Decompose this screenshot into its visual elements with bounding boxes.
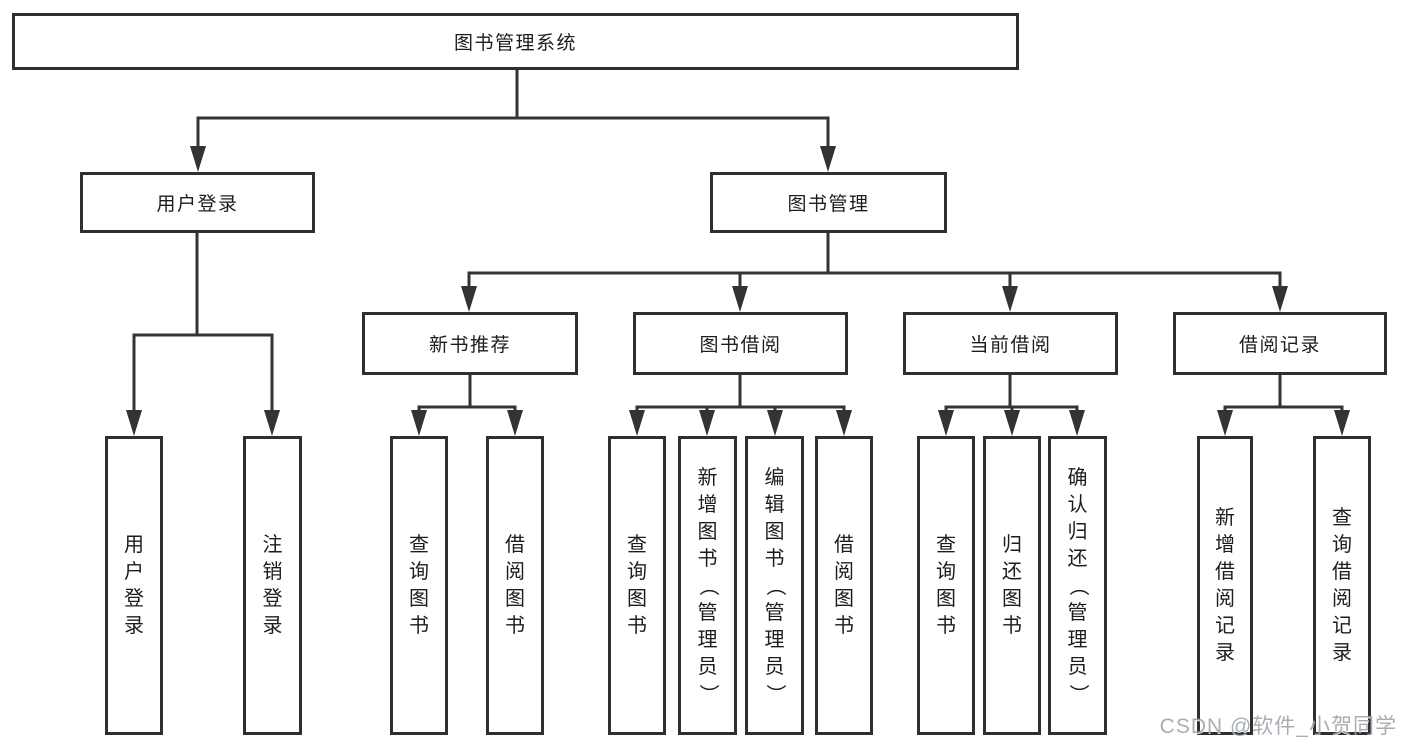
node-label: 确认归还（管理员） xyxy=(1066,466,1089,704)
node-label: 注销登录 xyxy=(262,534,283,637)
node-label: 用户登录 xyxy=(156,194,239,215)
leaf-borrow-books-borrowing: 借阅图书 xyxy=(815,436,873,735)
watermark-text: CSDN @软件_小贺同学 xyxy=(1159,715,1397,738)
leaf-borrow-books-recommend: 借阅图书 xyxy=(486,436,544,735)
node-label: 图书管理系统 xyxy=(453,33,577,54)
node-label: 图书管理 xyxy=(787,194,870,215)
node-label: 图书借阅 xyxy=(699,335,782,356)
node-label: 编辑图书（管理员） xyxy=(763,466,786,704)
leaf-query-books-recommend: 查询图书 xyxy=(390,436,448,735)
node-label: 归还图书 xyxy=(1002,534,1022,637)
leaf-query-borrow-record: 查询借阅记录 xyxy=(1313,436,1371,735)
node-label: 借阅图书 xyxy=(834,534,854,637)
node-library-management-system: 图书管理系统 xyxy=(12,13,1019,70)
node-label: 查询图书 xyxy=(627,534,647,637)
node-label: 查询图书 xyxy=(409,534,429,637)
node-label: 查询借阅记录 xyxy=(1332,507,1352,664)
node-book-management: 图书管理 xyxy=(710,172,947,233)
node-user-login: 用户登录 xyxy=(80,172,315,233)
node-label: 新增图书（管理员） xyxy=(696,466,719,704)
node-label: 借阅图书 xyxy=(505,534,525,637)
node-label: 借阅记录 xyxy=(1238,335,1321,356)
leaf-query-books-borrowing: 查询图书 xyxy=(608,436,666,735)
node-borrowing-records: 借阅记录 xyxy=(1173,312,1387,375)
node-new-book-recommendation: 新书推荐 xyxy=(362,312,578,375)
leaf-user-login: 用户登录 xyxy=(105,436,163,735)
node-label: 当前借阅 xyxy=(969,335,1052,356)
node-label: 用户登录 xyxy=(124,534,144,637)
node-label: 查询图书 xyxy=(936,534,956,637)
leaf-add-borrow-record: 新增借阅记录 xyxy=(1197,436,1253,735)
leaf-edit-book-admin: 编辑图书（管理员） xyxy=(745,436,804,735)
node-label: 新增借阅记录 xyxy=(1215,507,1235,664)
leaf-return-book: 归还图书 xyxy=(983,436,1041,735)
node-current-borrowing: 当前借阅 xyxy=(903,312,1118,375)
leaf-add-book-admin: 新增图书（管理员） xyxy=(678,436,737,735)
leaf-logout: 注销登录 xyxy=(243,436,302,735)
node-label: 新书推荐 xyxy=(428,335,511,356)
leaf-confirm-return-admin: 确认归还（管理员） xyxy=(1048,436,1107,735)
node-book-borrowing: 图书借阅 xyxy=(633,312,848,375)
leaf-query-books-current: 查询图书 xyxy=(917,436,975,735)
